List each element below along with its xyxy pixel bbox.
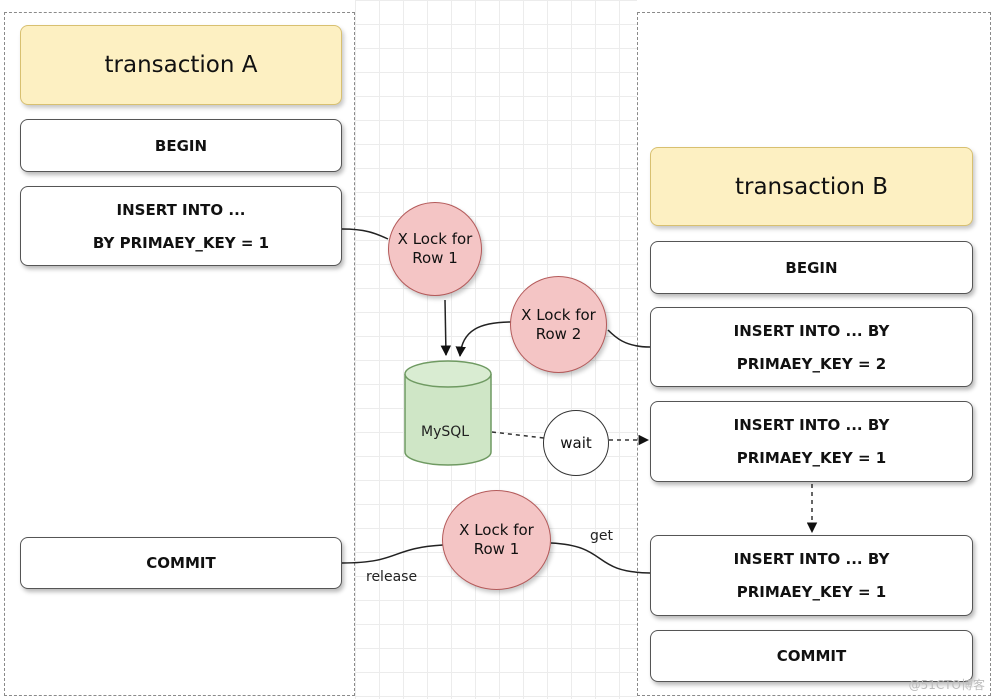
- transaction-b-insert-key1-wait-line2: PRIMAEY_KEY = 1: [736, 449, 887, 468]
- connector-lock1-to-mysql: [440, 299, 452, 357]
- mysql-label: MySQL: [421, 424, 470, 440]
- connector-commit-to-lock-release: [341, 544, 444, 564]
- transaction-b-lane: [637, 12, 991, 696]
- transaction-a-begin: BEGIN: [20, 119, 342, 172]
- lock-row2-circle: X Lock for Row 2: [510, 276, 607, 373]
- transaction-b-begin: BEGIN: [650, 241, 973, 294]
- lock-row2-line1: X Lock for: [521, 305, 596, 324]
- lock-row1-release-circle: X Lock for Row 1: [442, 490, 551, 590]
- lock-row1-circle: X Lock for Row 1: [388, 202, 482, 296]
- transaction-a-lane: [4, 12, 355, 696]
- transaction-a-title: transaction A: [20, 25, 342, 105]
- lock-row2-line2: Row 2: [535, 324, 582, 343]
- lock-row1-release-line1: X Lock for: [459, 521, 534, 539]
- watermark: @51CTO博客: [908, 678, 985, 692]
- transaction-b-insert-key2: INSERT INTO ... BY PRIMAEY_KEY = 2: [650, 307, 973, 387]
- transaction-b-insert-key1-get: INSERT INTO ... BY PRIMAEY_KEY = 1: [650, 535, 973, 616]
- connector-lock-release-to-insert: [550, 542, 651, 574]
- lock-row1-line1: X Lock for: [397, 230, 473, 248]
- transaction-a-insert: INSERT INTO ... BY PRIMAEY_KEY = 1: [20, 186, 342, 266]
- transaction-b-title: transaction B: [650, 147, 973, 226]
- transaction-b-insert-key2-line1: INSERT INTO ... BY: [733, 321, 890, 340]
- lock-row1-release-line2: Row 1: [473, 540, 520, 558]
- transaction-b-insert-key1-wait-line1: INSERT INTO ... BY: [733, 415, 890, 434]
- get-label: get: [590, 528, 613, 544]
- transaction-a-commit: COMMIT: [20, 537, 342, 589]
- transaction-b-insert-key1-get-line2: PRIMAEY_KEY = 1: [736, 583, 887, 602]
- lock-row1-line2: Row 1: [412, 249, 458, 267]
- transaction-b-insert-key2-line2: PRIMAEY_KEY = 2: [736, 354, 887, 373]
- transaction-a-insert-line2: BY PRIMAEY_KEY = 1: [92, 233, 270, 252]
- wait-node: wait: [543, 410, 609, 476]
- transaction-b-commit: COMMIT: [650, 630, 973, 682]
- connector-insert-b2-to-lock2: [607, 329, 651, 348]
- transaction-a-insert-line1: INSERT INTO ...: [116, 200, 246, 219]
- connector-lock2-to-mysql: [455, 321, 513, 358]
- connector-mysql-to-wait: [491, 431, 545, 439]
- transaction-b-insert-key1-wait: INSERT INTO ... BY PRIMAEY_KEY = 1: [650, 401, 973, 482]
- release-label: release: [366, 569, 418, 585]
- connector-insert-a-to-lock1: [341, 228, 389, 240]
- transaction-b-insert-key1-get-line1: INSERT INTO ... BY: [733, 549, 890, 568]
- mysql-database-icon: [404, 360, 492, 466]
